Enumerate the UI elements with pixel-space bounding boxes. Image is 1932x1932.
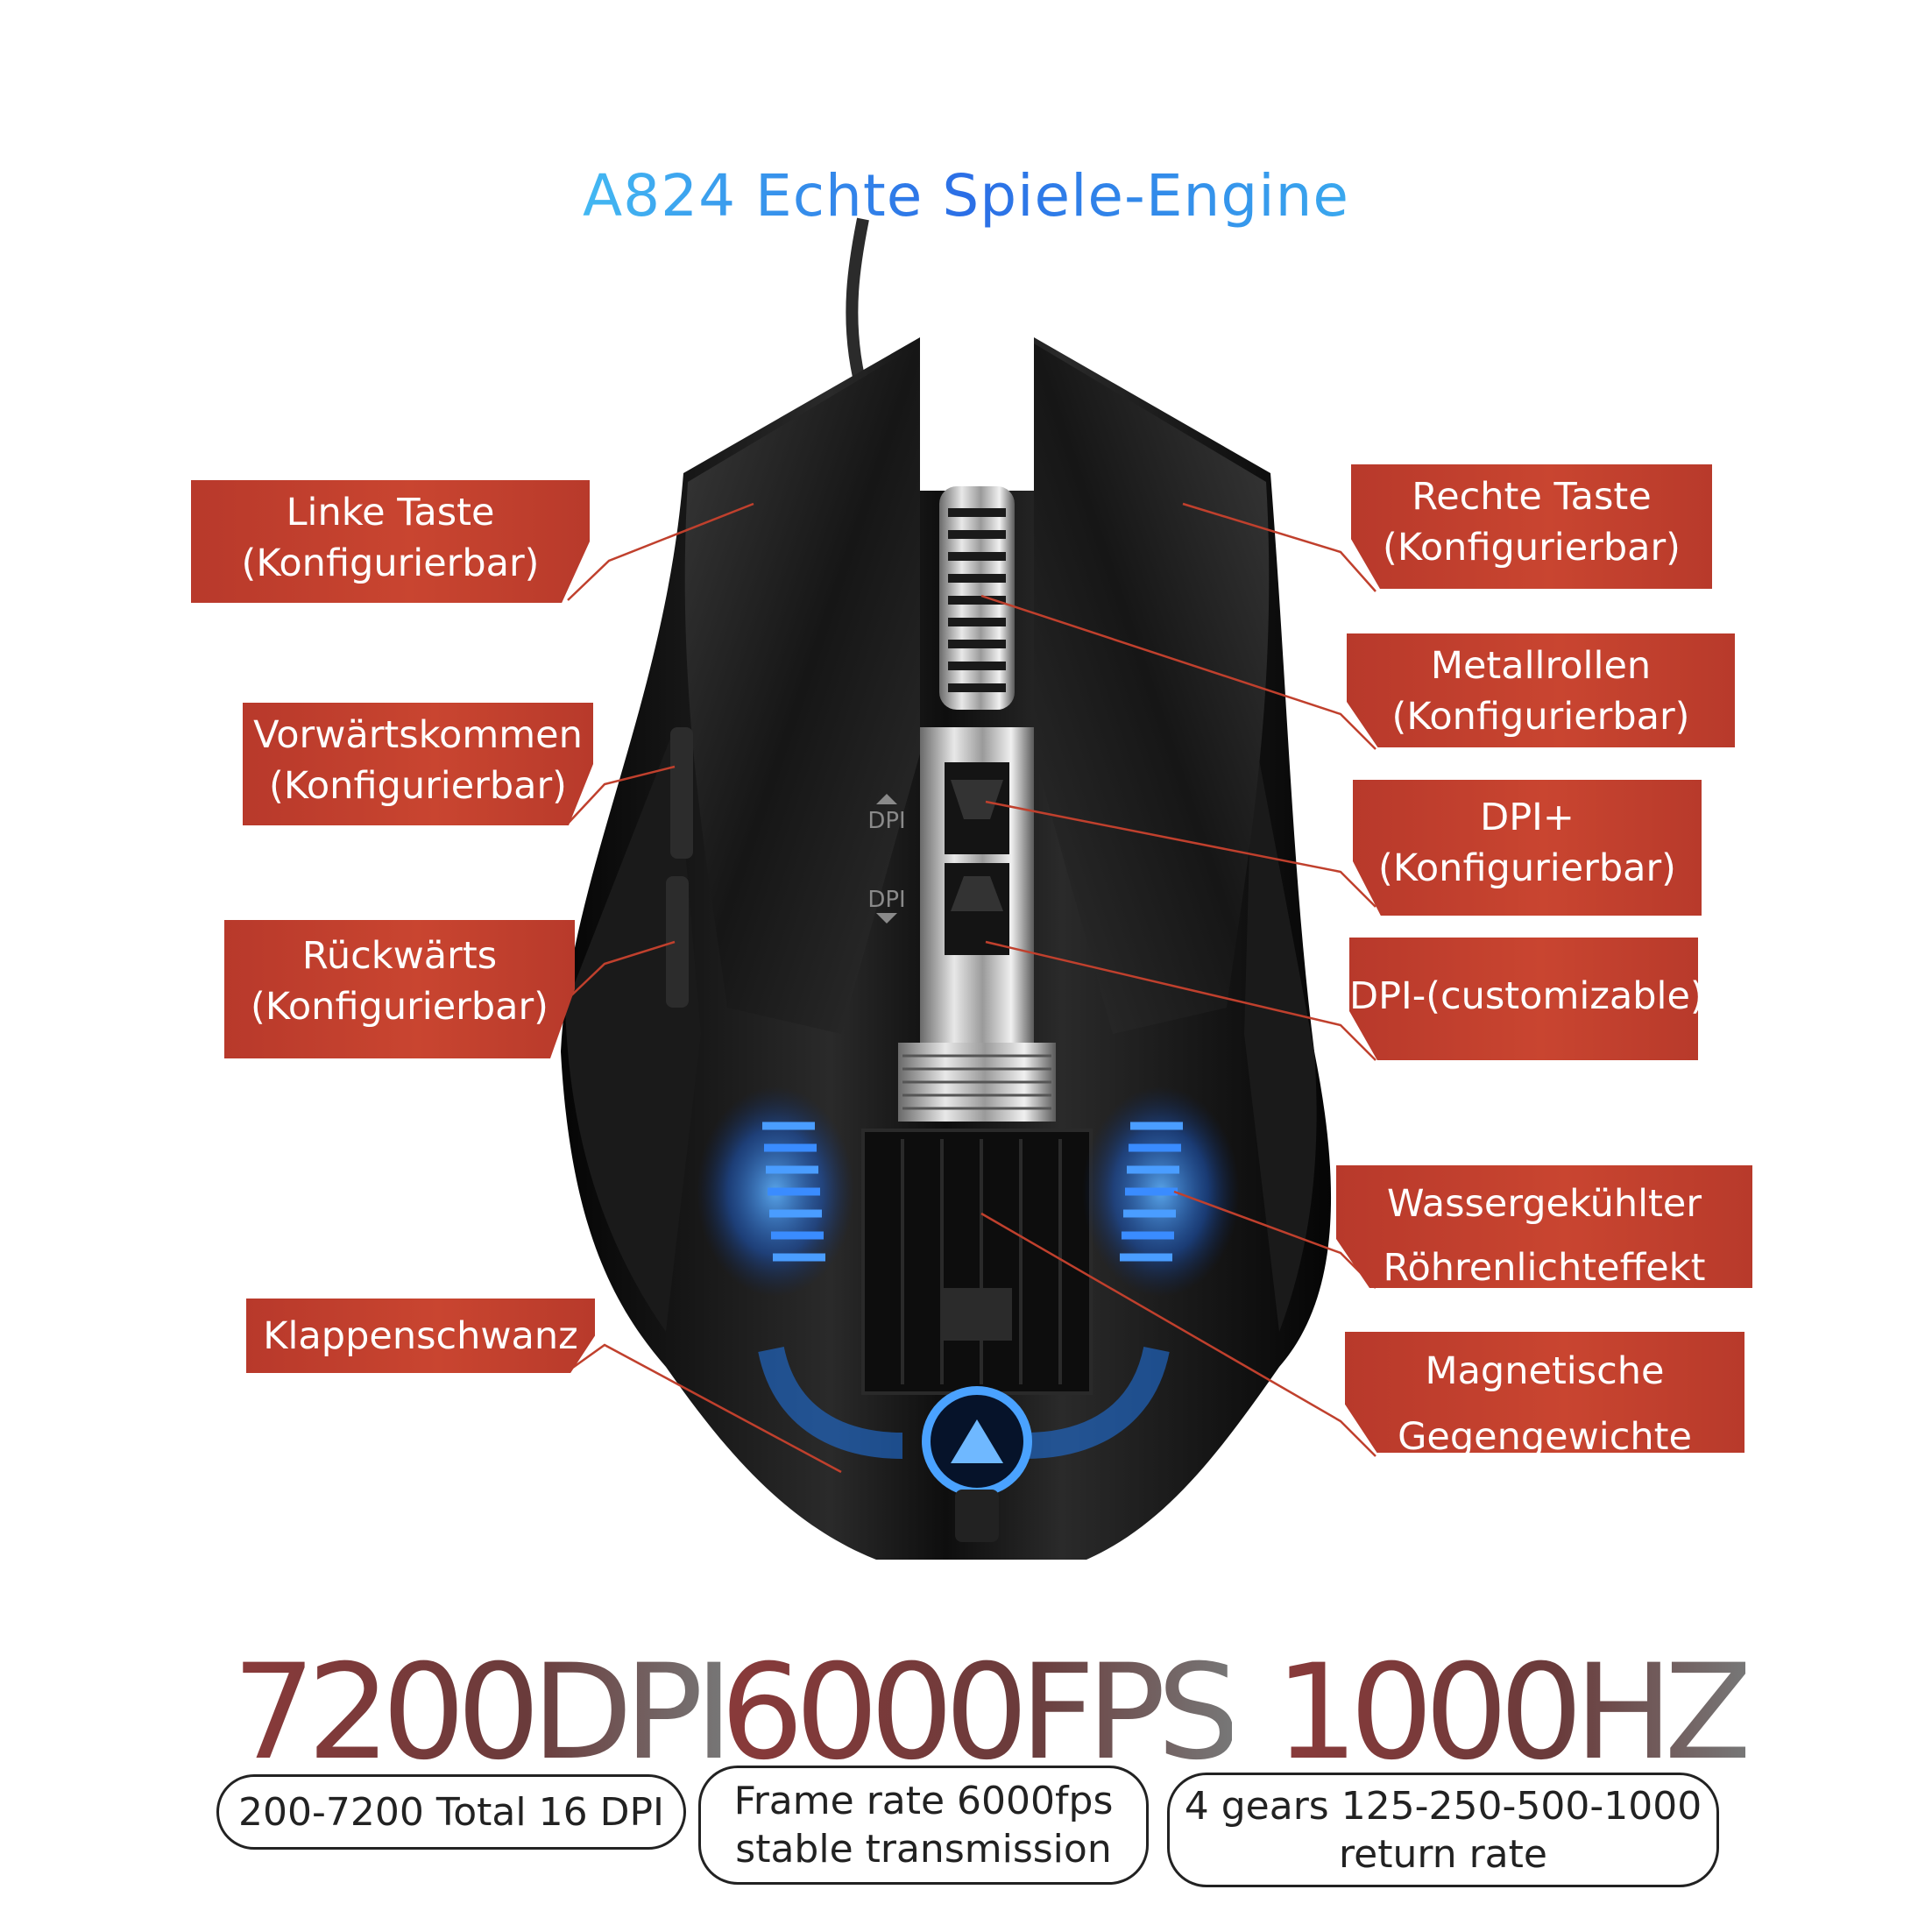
label-forward: Vorwärtskommen (Konfigurierbar) bbox=[243, 703, 593, 825]
left-wing bbox=[565, 727, 701, 1332]
label-backward: Rückwärts (Konfigurierbar) bbox=[224, 920, 575, 1058]
dpi-minus-facet bbox=[951, 876, 1003, 911]
label-dpi-minus: DPI-(customizable) bbox=[1349, 938, 1698, 1060]
dpi-up-marking: DPI bbox=[867, 808, 905, 834]
forward-side-button[interactable] bbox=[670, 727, 693, 859]
page-title: A824 Echte Spiele-Engine bbox=[582, 162, 1350, 230]
stat-dpi-value: 7200DPI bbox=[232, 1637, 733, 1789]
label-dpi-plus: DPI+ (Konfigurierbar) bbox=[1353, 780, 1702, 916]
right-coil bbox=[1120, 1122, 1183, 1262]
stat-fps-description: Frame rate 6000fps stable transmission bbox=[698, 1766, 1149, 1885]
right-wing bbox=[1244, 727, 1317, 1332]
stat-hz-value: 1000HZ bbox=[1275, 1637, 1754, 1789]
stat-fps-value: 6000FPS bbox=[720, 1637, 1241, 1789]
backward-side-button[interactable] bbox=[666, 876, 689, 1008]
left-coil bbox=[762, 1122, 825, 1262]
label-water-cooled: Wassergekühlter Röhrenlichteffekt bbox=[1336, 1165, 1752, 1288]
label-left-button: Linke Taste (Konfigurierbar) bbox=[191, 480, 590, 603]
left-bottom-glow bbox=[758, 1346, 903, 1459]
left-button[interactable] bbox=[684, 343, 920, 1034]
stat-dpi-description: 200-7200 Total 16 DPI bbox=[216, 1774, 686, 1850]
label-counterweights: Magnetische Gegengewichte bbox=[1345, 1332, 1744, 1453]
dpi-plus-facet bbox=[951, 780, 1003, 819]
logo-triangle-icon bbox=[951, 1419, 1003, 1463]
label-right-button: Rechte Taste (Konfigurierbar) bbox=[1351, 464, 1712, 589]
label-metal-wheel: Metallrollen (Konfigurierbar) bbox=[1347, 633, 1735, 747]
engine-piston bbox=[942, 1288, 1012, 1341]
stat-hz-description: 4 gears 125-250-500-1000 return rate bbox=[1167, 1773, 1719, 1887]
scroll-wheel[interactable] bbox=[939, 486, 1015, 710]
tail-block bbox=[955, 1490, 999, 1542]
engine-block bbox=[861, 1129, 1093, 1395]
cable bbox=[846, 217, 869, 379]
arrow-down-icon bbox=[876, 913, 897, 924]
label-tail: Klappenschwanz bbox=[246, 1299, 595, 1373]
right-bottom-glow bbox=[1024, 1346, 1170, 1459]
arrow-up-icon bbox=[876, 794, 897, 804]
right-button[interactable] bbox=[1034, 343, 1270, 1034]
dpi-down-marking: DPI bbox=[867, 887, 905, 913]
